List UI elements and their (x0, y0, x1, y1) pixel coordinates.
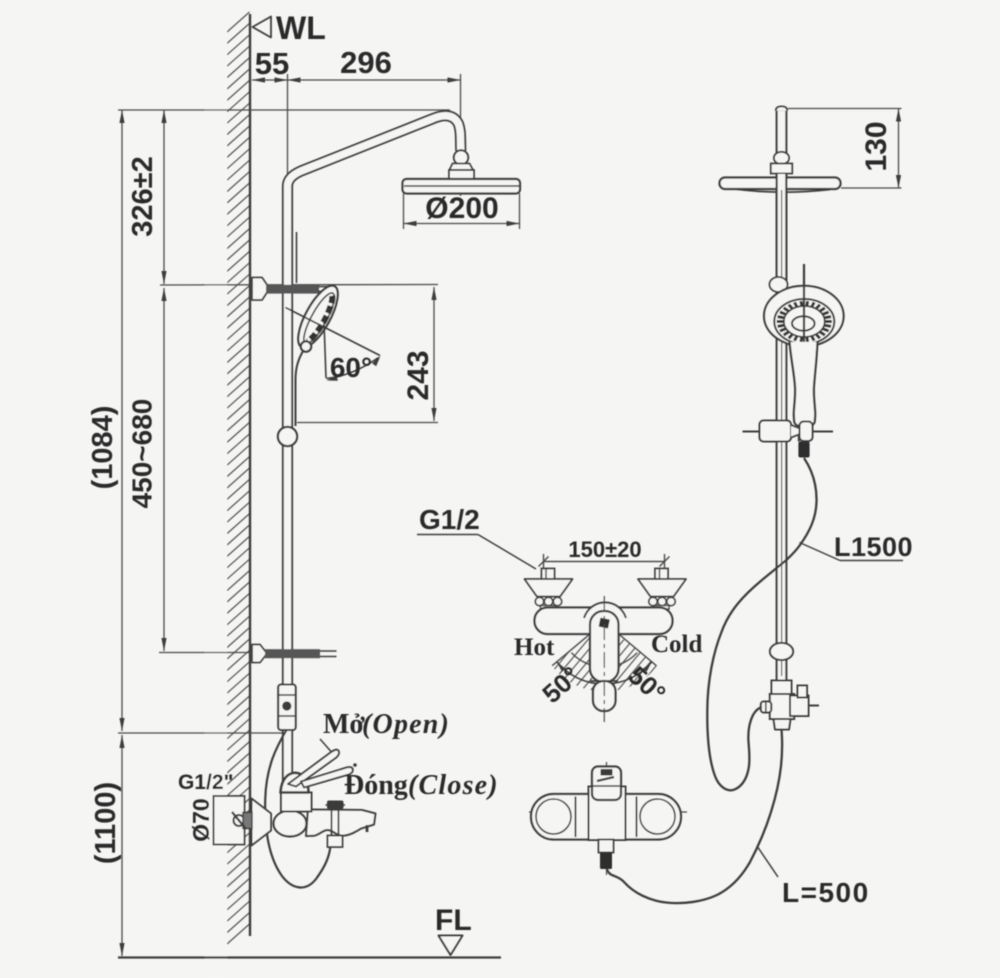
svg-text:Hot: Hot (514, 634, 555, 661)
svg-text:(Close): (Close) (408, 770, 499, 801)
svg-text:326±2: 326±2 (127, 156, 159, 236)
svg-text:60°: 60° (330, 352, 372, 383)
svg-text:55: 55 (255, 46, 289, 81)
svg-text:WL: WL (276, 10, 326, 46)
svg-text:243: 243 (402, 350, 435, 400)
svg-text:(1100): (1100) (90, 782, 122, 864)
svg-text:Cold: Cold (651, 631, 703, 658)
svg-text:(1084): (1084) (87, 406, 119, 490)
svg-text:130: 130 (860, 121, 893, 171)
svg-text:G1/2: G1/2 (419, 504, 480, 535)
svg-text:Ø70: Ø70 (188, 798, 214, 841)
svg-text:150±20: 150±20 (568, 537, 641, 562)
svg-text:L1500: L1500 (834, 532, 913, 562)
svg-text:450~680: 450~680 (127, 399, 158, 509)
svg-text:Ø200: Ø200 (425, 192, 498, 225)
svg-text:(Open): (Open) (362, 709, 450, 740)
svg-text:Mở: Mở (323, 709, 365, 740)
svg-text:Đóng: Đóng (344, 770, 408, 801)
svg-text:L=500: L=500 (782, 877, 870, 908)
svg-text:FL: FL (435, 904, 472, 937)
svg-text:G1/2": G1/2" (178, 771, 233, 794)
svg-text:296: 296 (340, 45, 392, 80)
